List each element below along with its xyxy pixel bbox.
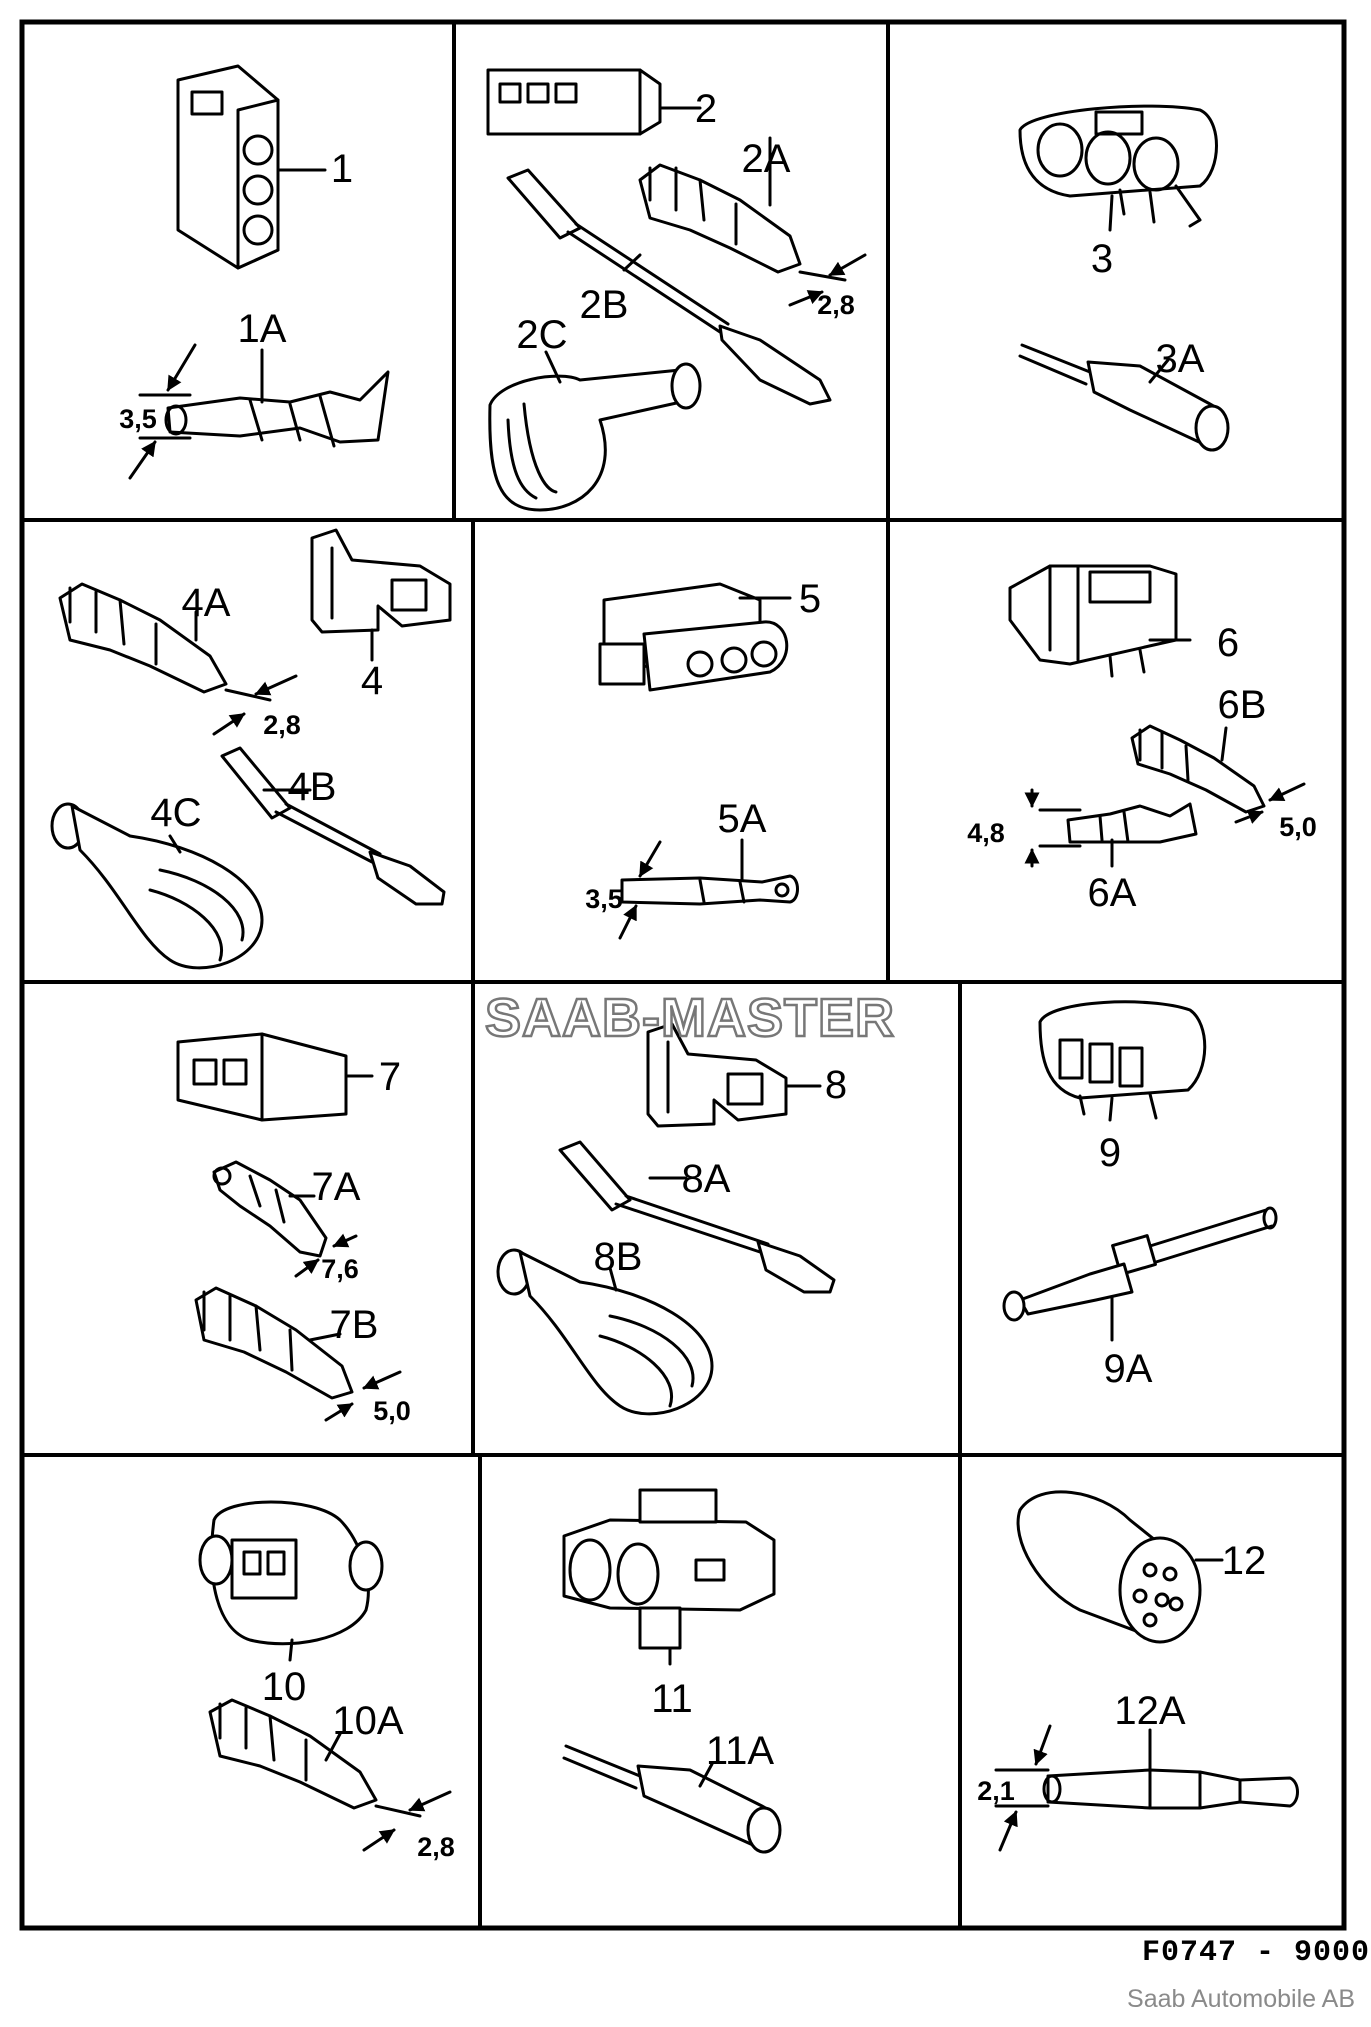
- part-label-2B: 2B: [580, 283, 629, 327]
- part-label-5A: 5A: [718, 797, 767, 841]
- part-10A-terminal-drawing: [208, 1698, 452, 1852]
- part-11-connector-drawing: [562, 1488, 776, 1666]
- part-8-connector-drawing: [646, 1022, 822, 1128]
- part-label-11A: 11A: [706, 1729, 775, 1773]
- dimension-label-1A: 3,5: [119, 404, 157, 434]
- part-label-12A: 12A: [1114, 1689, 1185, 1733]
- part-4B-cable-drawing: [220, 746, 446, 906]
- part-2B-cable-drawing: [506, 168, 832, 406]
- dimension-label-5A: 3,5: [585, 884, 623, 914]
- dimension-label-10A: 2,8: [417, 1832, 455, 1862]
- part-labels: 11A3,522A2,82B2C33A44A2,84B4C55A3,566A4,…: [119, 87, 1317, 1862]
- part-11A-terminal-drawing: [562, 1744, 782, 1854]
- part-1A-terminal-drawing: [128, 343, 390, 480]
- part-label-8B: 8B: [594, 1235, 643, 1279]
- part-label-10: 10: [262, 1665, 307, 1709]
- part-1-connector-drawing: [176, 64, 327, 270]
- part-9-connector-drawing: [1038, 1000, 1207, 1122]
- part-3-connector-drawing: [1018, 104, 1218, 232]
- dimension-label-4A: 2,8: [263, 710, 301, 740]
- dimension-label-6B: 5,0: [1279, 812, 1317, 842]
- part-8B-boot-drawing: [496, 1248, 714, 1416]
- part-label-2: 2: [695, 87, 717, 131]
- part-label-4B: 4B: [288, 765, 337, 809]
- part-label-7: 7: [379, 1055, 401, 1099]
- grid-frame: [19, 19, 1347, 1931]
- dimension-label-6A: 4,8: [967, 818, 1005, 848]
- dimension-label-12A: 2,1: [977, 1776, 1015, 1806]
- part-label-11: 11: [651, 1677, 693, 1721]
- part-label-3A: 3A: [1156, 337, 1205, 381]
- part-4C-boot-drawing: [50, 802, 264, 970]
- part-2-connector-drawing: [486, 68, 702, 136]
- dimension-label-7A: 7,6: [321, 1254, 359, 1284]
- part-label-8A: 8A: [682, 1157, 731, 1201]
- part-label-1A: 1A: [238, 307, 287, 351]
- part-label-1: 1: [331, 147, 353, 191]
- dimension-label-2A: 2,8: [817, 290, 855, 320]
- part-label-9A: 9A: [1104, 1347, 1153, 1391]
- part-7A-terminal-drawing: [212, 1160, 358, 1278]
- part-label-12: 12: [1222, 1539, 1267, 1583]
- part-label-4: 4: [361, 659, 383, 703]
- part-label-2C: 2C: [516, 313, 567, 357]
- part-3A-terminal-drawing: [1018, 343, 1230, 452]
- part-label-7A: 7A: [312, 1165, 361, 1209]
- part-2A-terminal-drawing: [638, 136, 867, 307]
- part-8A-cable-drawing: [558, 1140, 836, 1294]
- part-label-10A: 10A: [332, 1699, 403, 1743]
- part-label-8: 8: [825, 1063, 847, 1107]
- part-label-2A: 2A: [742, 137, 791, 181]
- part-6B-terminal-drawing: [1130, 724, 1306, 824]
- part-label-6B: 6B: [1218, 683, 1267, 727]
- part-label-6A: 6A: [1088, 871, 1137, 915]
- part-6A-terminal-drawing: [1024, 788, 1198, 868]
- part-5-connector-drawing: [598, 582, 792, 692]
- part-7-connector-drawing: [176, 1032, 374, 1122]
- part-label-4C: 4C: [150, 791, 201, 835]
- dimension-label-7B: 5,0: [373, 1396, 411, 1426]
- part-5A-terminal-drawing: [618, 838, 799, 940]
- part-2C-boot-drawing: [488, 350, 702, 512]
- part-9A-sensor-drawing: [1002, 1206, 1278, 1342]
- part-6-connector-drawing: [1008, 564, 1192, 678]
- part-12A-pin-drawing: [994, 1724, 1299, 1852]
- part-12-connector-drawing: [1016, 1490, 1224, 1644]
- figure-reference: F0747 - 9000: [1142, 1936, 1371, 1970]
- part-7B-terminal-drawing: [194, 1286, 402, 1422]
- part-label-6: 6: [1217, 621, 1239, 665]
- part-label-7B: 7B: [330, 1303, 379, 1347]
- copyright-notice: Saab Automobile AB: [1127, 1985, 1355, 2013]
- part-label-9: 9: [1099, 1131, 1121, 1175]
- part-10-connector-drawing: [198, 1500, 384, 1662]
- part-4-connector-drawing: [310, 528, 452, 662]
- part-4A-terminal-drawing: [58, 582, 298, 736]
- part-label-5: 5: [799, 577, 821, 621]
- part-label-3: 3: [1091, 237, 1113, 281]
- part-label-4A: 4A: [182, 581, 231, 625]
- watermark: SAAB-MASTER: [485, 988, 895, 1048]
